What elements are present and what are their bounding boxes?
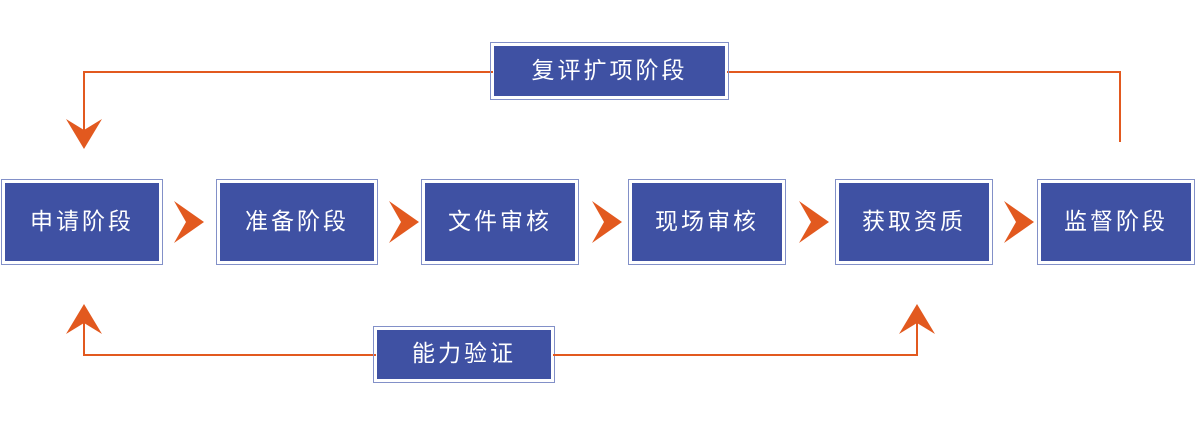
connector-bottom-rail-right: [553, 354, 917, 356]
node-proficiency-testing-label: 能力验证: [412, 341, 516, 367]
chevron-document-review-to-onsite-audit: [590, 199, 624, 245]
node-onsite-audit-label: 现场审核: [655, 208, 759, 235]
arrowhead-up-to-obtain-qualification: [897, 302, 937, 336]
node-proficiency-testing[interactable]: 能力验证: [373, 326, 555, 383]
connector-bottom-left-vertical: [83, 318, 85, 356]
node-preparation[interactable]: 准备阶段: [216, 179, 378, 265]
node-preparation-label: 准备阶段: [245, 208, 349, 235]
chevron-preparation-to-document-review: [387, 199, 421, 245]
node-supervision-label: 监督阶段: [1064, 208, 1168, 235]
node-application[interactable]: 申请阶段: [1, 179, 163, 265]
chevron-application-to-preparation: [172, 199, 206, 245]
node-supervision[interactable]: 监督阶段: [1037, 179, 1195, 265]
node-obtain-qualification[interactable]: 获取资质: [835, 179, 993, 265]
connector-bottom-right-vertical: [916, 318, 918, 356]
connector-bottom-rail-left: [83, 354, 376, 356]
connector-top-left-vertical: [83, 71, 85, 138]
node-application-label: 申请阶段: [30, 208, 134, 235]
arrowhead-down-to-application: [64, 117, 104, 151]
node-recert-expansion-label: 复评扩项阶段: [531, 57, 688, 84]
node-obtain-qualification-label: 获取资质: [862, 208, 966, 235]
node-document-review-label: 文件审核: [448, 208, 552, 235]
node-onsite-audit[interactable]: 现场审核: [628, 179, 786, 265]
node-document-review[interactable]: 文件审核: [421, 179, 579, 265]
connector-top-rail-left: [83, 71, 493, 73]
connector-top-right-vertical: [1119, 72, 1121, 142]
connector-top-rail-right: [727, 71, 1121, 73]
chevron-onsite-audit-to-obtain-qualification: [797, 199, 831, 245]
chevron-obtain-qualification-to-supervision: [1002, 199, 1036, 245]
node-recert-expansion[interactable]: 复评扩项阶段: [490, 42, 729, 100]
